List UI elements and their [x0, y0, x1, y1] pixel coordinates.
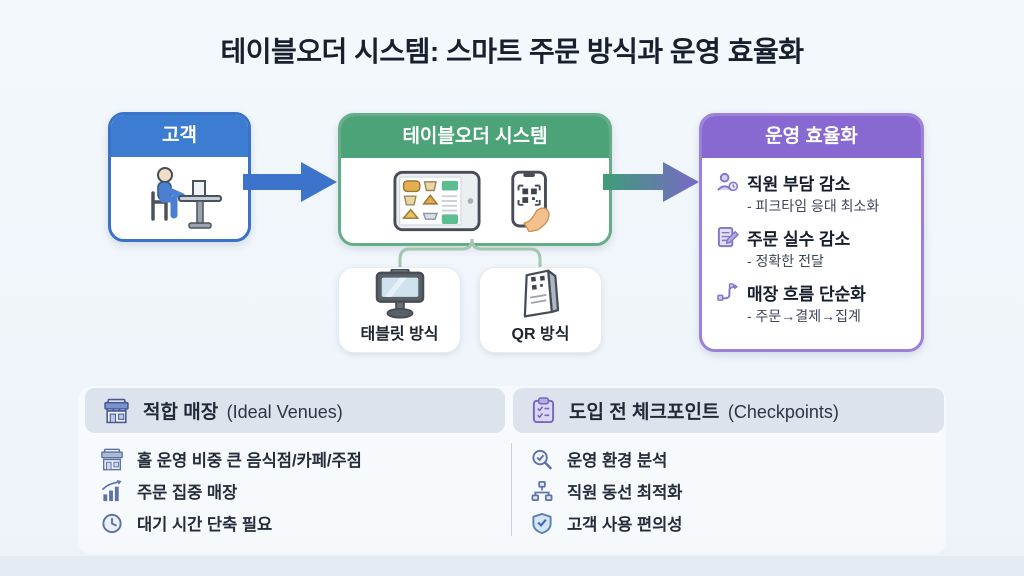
result-item-sub: - 주문→결제→집계 — [747, 308, 861, 324]
clipboard-check-icon — [531, 397, 556, 424]
system-box-body — [341, 158, 609, 243]
list-item-text: 대기 시간 단축 필요 — [137, 516, 273, 534]
bar-chart-icon — [100, 479, 124, 503]
shield-check-icon — [530, 512, 554, 535]
magnifier-check-icon — [530, 448, 554, 471]
list-item-text: 고객 사용 편의성 — [567, 516, 683, 534]
checkpoints-list: 운영 환경 분석 직원 동선 최적화 고객 사용 편의성 — [530, 443, 930, 539]
result-box-body: 직원 부담 감소 - 피크타임 응대 최소화 주문 실수 감소 - 정확한 전달 — [702, 158, 921, 341]
bottom-edge-strip — [0, 556, 1024, 576]
list-item: 주문 집중 매장 — [100, 475, 500, 507]
hierarchy-icon — [530, 480, 554, 503]
list-item-text: 운영 환경 분석 — [567, 452, 668, 470]
result-item-sub: - 피크타임 응대 최소화 — [747, 198, 880, 214]
method-tablet-label: 태블릿 방식 — [360, 326, 439, 343]
result-item: 매장 흐름 단순화 - 주문→결제→집계 — [716, 280, 907, 326]
list-item-text: 주문 집중 매장 — [137, 484, 238, 502]
system-box-header: 테이블오더 시스템 — [341, 116, 609, 158]
phone-qr-icon — [507, 170, 557, 232]
result-item-title: 매장 흐름 단순화 — [747, 285, 866, 304]
list-item-text: 직원 동선 최적화 — [567, 484, 683, 502]
method-box-tablet: 태블릿 방식 — [338, 267, 461, 353]
flow-arrows-icon — [716, 281, 739, 304]
list-item: 운영 환경 분석 — [530, 443, 930, 475]
system-box: 테이블오더 시스템 — [338, 113, 612, 246]
list-item: 직원 동선 최적화 — [530, 475, 930, 507]
customer-box-header: 고객 — [111, 115, 248, 157]
branch-connector — [395, 239, 545, 269]
method-qr-label: QR 방식 — [511, 326, 570, 343]
result-item-title: 주문 실수 감소 — [747, 230, 851, 249]
venues-list: 홀 운영 비중 큰 음식점/카페/주점 주문 집중 매장 — [100, 443, 500, 539]
venues-header: 적합 매장 (Ideal Venues) — [85, 388, 505, 433]
venues-title-en: (Ideal Venues) — [226, 402, 343, 422]
list-item: 고객 사용 편의성 — [530, 507, 930, 539]
storefront-icon — [103, 398, 130, 424]
tablet-menu-icon — [393, 170, 481, 232]
method-box-qr: QR 방식 — [479, 267, 602, 353]
arrow-system-to-result-icon — [603, 159, 701, 205]
column-divider — [511, 443, 512, 536]
customer-box: 고객 — [108, 112, 251, 242]
qr-standee-icon — [518, 268, 564, 320]
clock-icon — [100, 512, 124, 535]
document-edit-icon — [716, 226, 739, 249]
checkpoints-title-en: (Checkpoints) — [727, 402, 839, 422]
list-item: 대기 시간 단축 필요 — [100, 507, 500, 539]
checkpoints-title-ko: 도입 전 체크포인트 — [569, 402, 720, 423]
list-item-text: 홀 운영 비중 큰 음식점/카페/주점 — [137, 452, 362, 470]
result-item: 직원 부담 감소 - 피크타임 응대 최소화 — [716, 170, 907, 216]
customer-at-table-icon — [135, 165, 225, 231]
customer-box-body — [111, 157, 248, 239]
result-item: 주문 실수 감소 - 정확한 전달 — [716, 225, 907, 271]
result-item-title: 직원 부담 감소 — [747, 175, 851, 194]
result-box-header: 운영 효율화 — [702, 116, 921, 158]
staff-icon — [716, 171, 739, 194]
arrow-customer-to-system-icon — [243, 159, 339, 205]
result-item-sub: - 정확한 전달 — [747, 253, 824, 269]
venues-title-ko: 적합 매장 — [143, 402, 219, 423]
storefront-icon — [100, 448, 124, 471]
tablet-stand-icon — [371, 268, 429, 320]
checkpoints-header: 도입 전 체크포인트 (Checkpoints) — [513, 388, 944, 433]
page-title: 테이블오더 시스템: 스마트 주문 방식과 운영 효율화 — [220, 36, 804, 67]
result-box: 운영 효율화 직원 부담 감소 - 피크타임 응대 최소화 — [699, 113, 924, 352]
list-item: 홀 운영 비중 큰 음식점/카페/주점 — [100, 443, 500, 475]
